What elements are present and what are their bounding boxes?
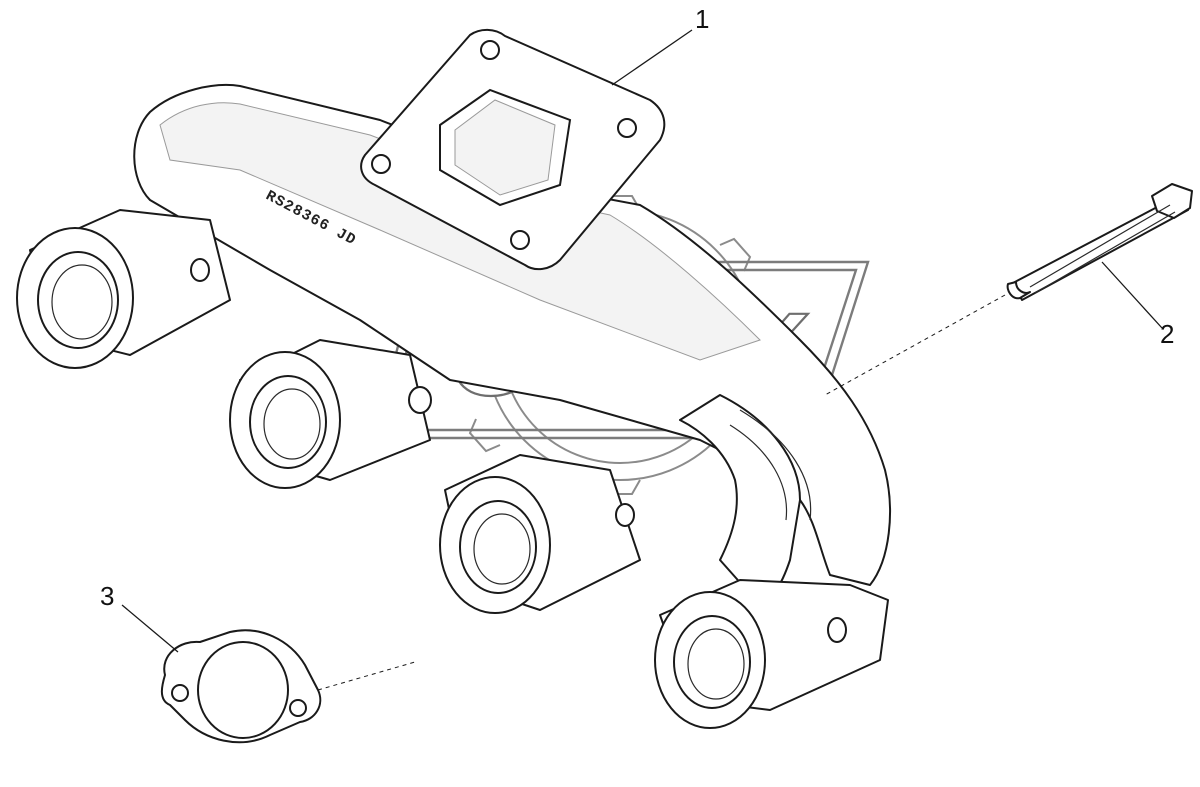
gasket	[160, 629, 322, 744]
bolt	[1006, 183, 1193, 301]
callout-1: 1	[611, 4, 709, 86]
exhaust-manifold: RS28366 JD	[16, 28, 891, 729]
turbo-mounting-flange	[360, 28, 666, 271]
svg-text:3: 3	[100, 581, 114, 611]
manifold-port-4	[654, 579, 889, 729]
manifold-port-3	[439, 454, 641, 614]
bolt-assembly-line	[824, 294, 1006, 396]
callout-2: 2	[1101, 261, 1174, 349]
svg-text:2: 2	[1160, 319, 1174, 349]
manifold-port-2	[229, 339, 432, 489]
manifold-port-1	[16, 209, 231, 369]
callout-3: 3	[100, 581, 179, 653]
svg-text:1: 1	[695, 4, 709, 34]
gasket-assembly-line	[317, 661, 416, 691]
